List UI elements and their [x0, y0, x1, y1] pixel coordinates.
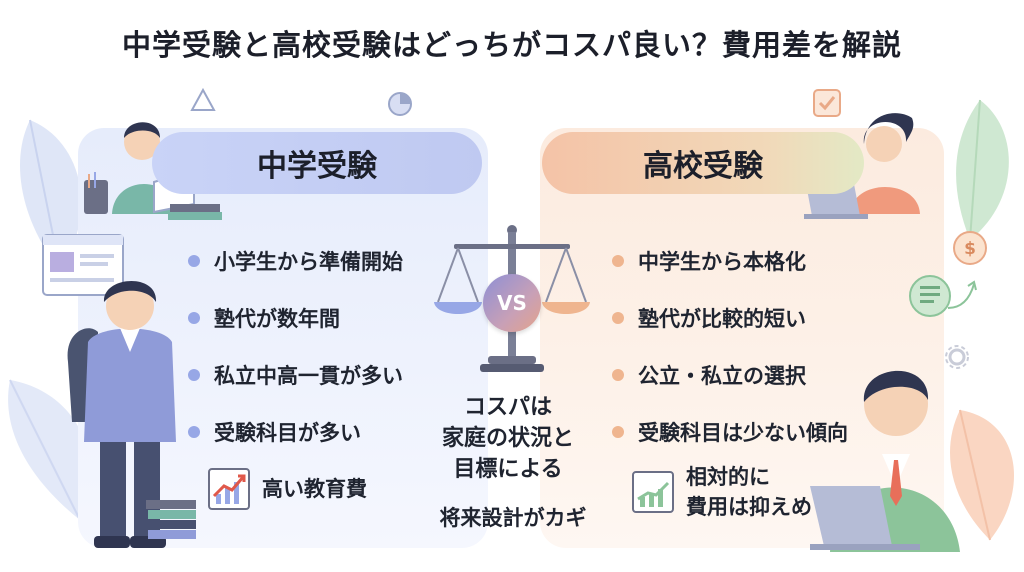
high-school-exam-header: 高校受験 — [542, 132, 864, 194]
bullet-dot — [188, 311, 200, 324]
high-education-cost-label: 高い教育費 — [262, 477, 367, 501]
list-item: 塾代が比較的短い — [612, 289, 848, 346]
bullet-dot — [188, 254, 200, 267]
list-item: 受験科目が多い — [188, 403, 403, 460]
parent-man-laptop-illustration-icon — [810, 370, 960, 552]
bullet-dot — [188, 368, 200, 381]
center-summary: コスパは 家庭の状況と 目標による — [441, 395, 574, 482]
vs-badge: VS — [483, 274, 541, 332]
dollar-coin-icon: $ — [953, 231, 987, 265]
list-item: 私立中高一貫が多い — [188, 346, 403, 403]
cost-kept-low-label: 費用は抑えめ — [686, 495, 812, 519]
triangle-icon — [190, 87, 216, 111]
gear-icon — [945, 345, 969, 369]
bullet-dot — [612, 425, 624, 438]
rising-chart-icon — [208, 468, 250, 510]
svg-text:$: $ — [964, 239, 976, 259]
leaf-decoration-right-icon — [950, 99, 1014, 541]
checkbox-icon — [813, 89, 841, 117]
list-item: 塾代が数年間 — [188, 289, 403, 346]
list-item: 公立・私立の選択 — [612, 346, 848, 403]
student-backpack-illustration-icon — [67, 280, 176, 548]
pie-chart-icon — [388, 92, 412, 116]
book-stack-icon — [146, 500, 196, 539]
right-bullet-list: 中学生から本格化 塾代が比較的短い 公立・私立の選択 受験科目は少ない傾向 — [612, 232, 848, 460]
list-item: 受験科目は少ない傾向 — [612, 403, 848, 460]
leaf-decoration-left-icon — [8, 119, 91, 521]
page-title: 中学受験と高校受験はどっちがコスパ良い？費用差を解説 — [121, 28, 902, 62]
right-cost-note: 相対的に 費用は抑えめ — [632, 462, 812, 522]
bullet-dot — [612, 311, 624, 324]
moderate-chart-icon — [632, 471, 674, 513]
browser-window-icon — [42, 234, 124, 296]
bullet-dot — [612, 254, 624, 267]
list-item: 小学生から準備開始 — [188, 232, 403, 289]
junior-high-exam-header: 中学受験 — [152, 132, 482, 194]
bullet-dot — [612, 368, 624, 381]
balance-scale-icon — [434, 225, 590, 372]
center-key-message: 将来設計がカギ — [439, 506, 587, 530]
document-arrow-icon — [909, 275, 977, 317]
left-bullet-list: 小学生から準備開始 塾代が数年間 私立中高一貫が多い 受験科目が多い — [188, 232, 403, 460]
relatively-label: 相対的に — [686, 465, 770, 489]
left-cost-note: 高い教育費 — [208, 468, 367, 510]
list-item: 中学生から本格化 — [612, 232, 848, 289]
student-reading-illustration-icon — [84, 122, 222, 220]
bullet-dot — [188, 425, 200, 438]
